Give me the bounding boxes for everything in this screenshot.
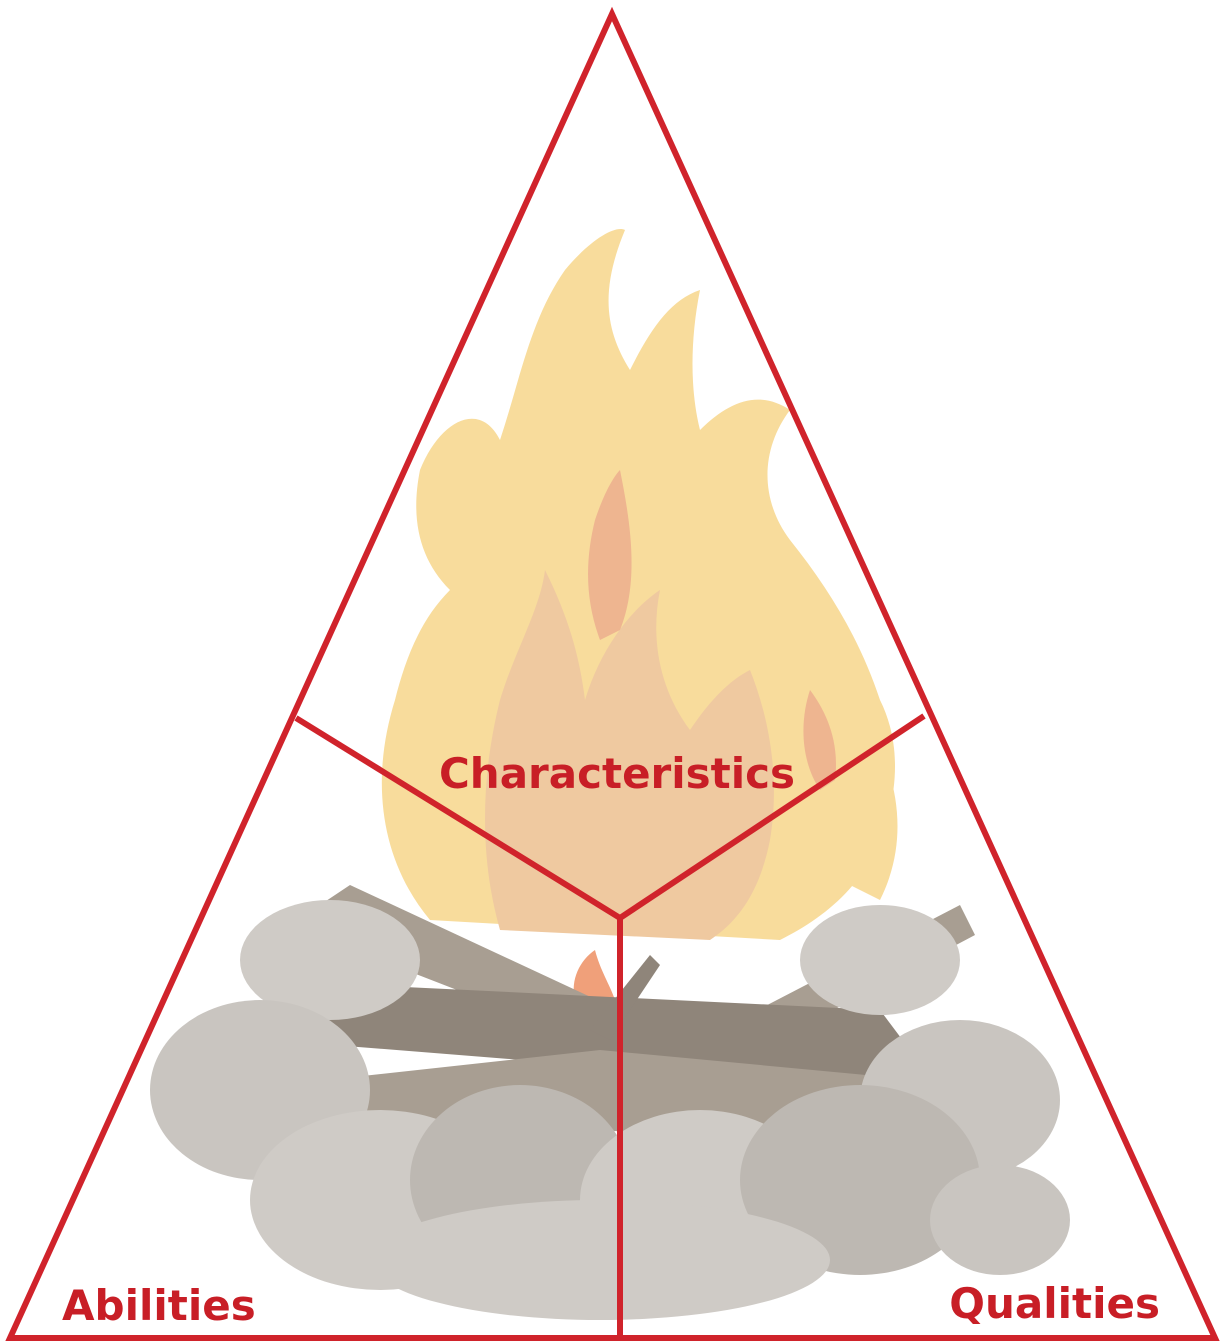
stone [370, 1200, 830, 1320]
stone [930, 1165, 1070, 1275]
label-characteristics: Characteristics [439, 749, 795, 798]
stone [800, 905, 960, 1015]
label-qualities: Qualities [949, 1279, 1160, 1328]
label-abilities: Abilities [62, 1281, 256, 1330]
